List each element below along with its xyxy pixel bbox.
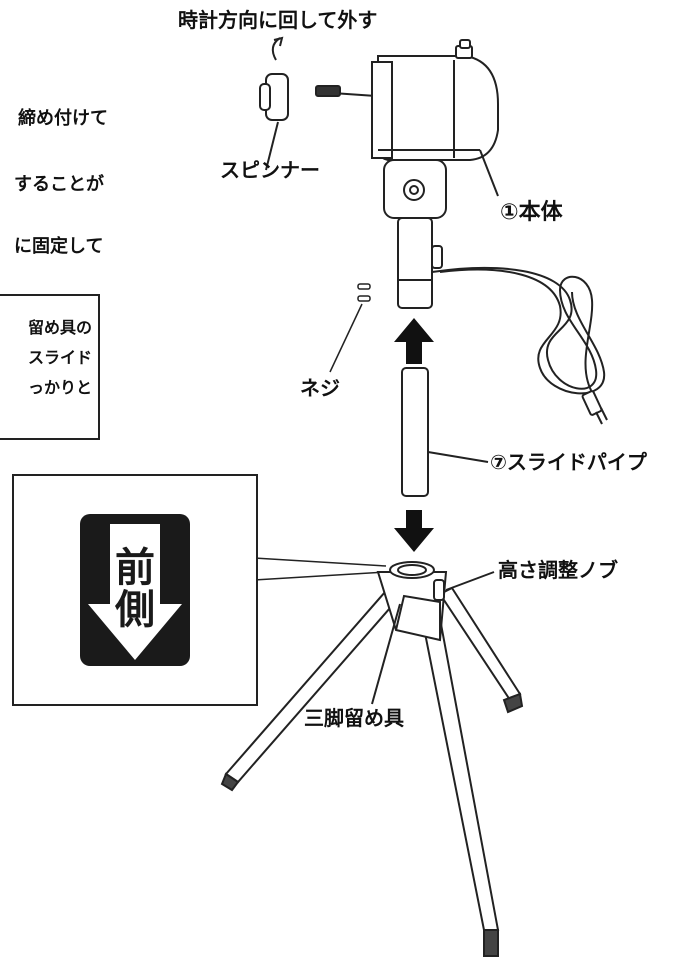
tripod-fastener-label: 三脚留め具: [304, 706, 404, 730]
note-line-1: 留め具の: [27, 318, 92, 337]
front-char-2: 側: [115, 587, 155, 633]
rotate-instruction-label: 時計方向に回して外す: [178, 8, 378, 32]
up-arrow-icon: [394, 318, 434, 364]
note-box: 留め具の スライド っかりと: [0, 294, 100, 440]
height-knob-label: 高さ調整ノブ: [498, 558, 618, 582]
main-body-label: ①本体: [500, 200, 563, 225]
front-side-badge: 前 側: [80, 514, 190, 666]
front-arrow-icon: [88, 524, 182, 660]
instruction-line-1: 締め付けて: [18, 108, 108, 129]
note-line-2: スライド: [27, 348, 92, 367]
front-char-1: 前: [115, 545, 155, 591]
inset-leader-lines: [253, 557, 387, 581]
screw-label: ネジ: [300, 376, 340, 400]
instruction-line-3: に固定して: [14, 236, 104, 257]
screws: [329, 283, 371, 373]
slide-pipe-label: ⑦スライドパイプ: [490, 450, 647, 474]
note-line-3: っかりと: [27, 378, 92, 397]
spinner-part: [259, 36, 289, 171]
main-body-part: [315, 39, 608, 425]
instruction-line-2: することが: [14, 174, 104, 195]
down-arrow-icon: [394, 510, 434, 552]
spinner-label: スピンナー: [220, 158, 320, 182]
front-indicator-inset: 前 側: [12, 474, 258, 706]
tripod-part: [220, 561, 524, 957]
slide-pipe-part: [401, 367, 489, 497]
